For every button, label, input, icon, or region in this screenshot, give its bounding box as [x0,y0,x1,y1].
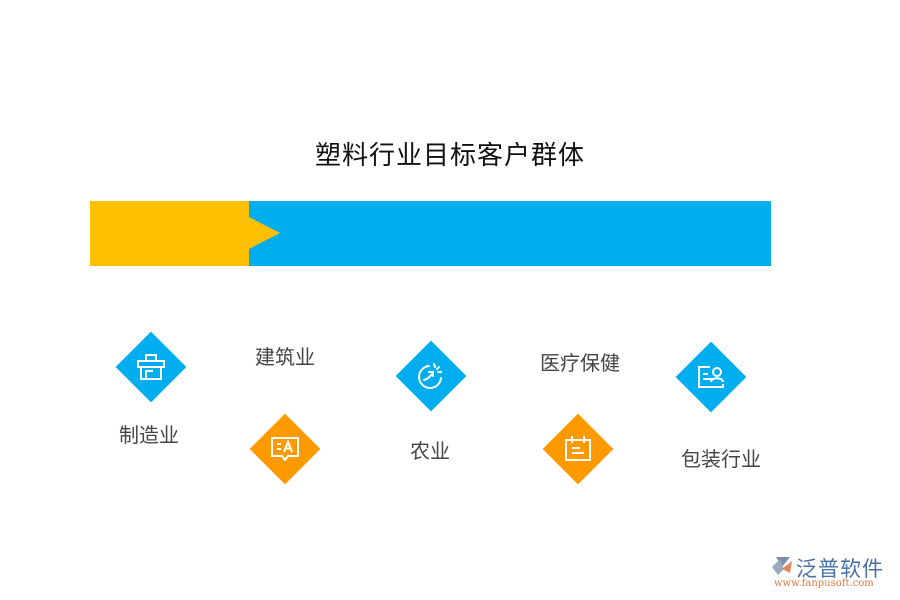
fanpusoft-logo: 泛普软件 www.fanpusoft.com [770,553,895,593]
segment-diamond-construction [249,413,321,485]
toolbox-icon [137,354,165,380]
logo-url: www.fanpusoft.com [774,578,874,589]
refresh-arrow-icon [418,363,442,389]
segment-diamond-healthcare [542,413,614,485]
segment-label-healthcare: 医疗保健 [540,351,620,375]
segment-label-construction: 建筑业 [255,345,315,369]
user-card-icon [698,366,724,388]
segment-diamond-manufacturing [115,331,187,403]
segment-diamond-agriculture [395,340,467,412]
segment-label-manufacturing: 制造业 [119,423,179,447]
calendar-icon [565,436,591,461]
logo-brand: 泛普软件 [796,557,884,581]
header-banner [90,201,771,266]
banner-yellow-segment [90,201,249,266]
segment-label-agriculture: 农业 [410,439,450,463]
logo-mark-icon [772,557,792,575]
segment-label-packaging: 包装行业 [681,447,761,471]
banner-arrow [249,217,280,249]
segment-diamond-packaging [675,341,747,413]
chat-text-icon [271,437,299,462]
page-title: 塑料行业目标客户群体 [314,141,585,171]
banner-blue-segment [249,201,771,266]
